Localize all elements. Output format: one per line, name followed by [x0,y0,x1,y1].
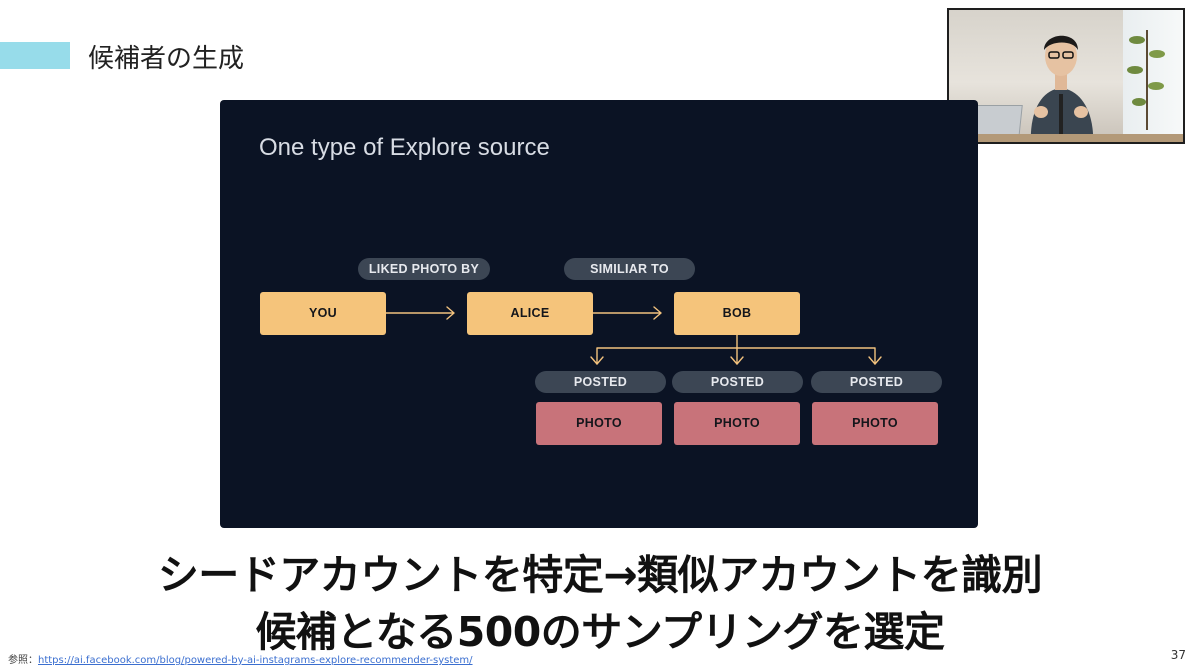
explore-source-diagram: One type of Explore source LIKED PHOTO B… [220,100,978,528]
arrowhead-middle [730,356,744,365]
edge-label-liked-photo-by: LIKED PHOTO BY [358,258,490,280]
desk [949,134,1183,142]
node-you: YOU [260,292,386,335]
arrowhead-left [590,356,604,365]
reference-label: 参照： [8,655,38,666]
page-number: 37 [1170,648,1186,662]
edge-label-similiar-to: SIMILIAR TO [564,258,695,280]
edge-label-posted-3: POSTED [811,371,942,393]
node-photo-3: PHOTO [812,402,938,445]
edge-label-posted-1: POSTED [535,371,666,393]
title-accent-bar [0,42,70,69]
caption-line-1: シードアカウントを特定→類似アカウントを識別 [157,551,1043,599]
speaker-figure [1030,35,1094,142]
speaker-video-icon[interactable] [947,8,1185,144]
node-alice: ALICE [467,292,593,335]
slide-title: 候補者の生成 [88,44,245,74]
arrowhead-right [868,356,882,365]
window-backdrop [1123,10,1183,142]
branch-bob-photos [596,334,876,365]
node-photo-1: PHOTO [536,402,662,445]
caption-line-2: 候補となる500のサンプリングを選定 [255,608,945,656]
node-bob: BOB [674,292,800,335]
plant-icon [1127,30,1165,130]
arrow-you-alice [385,306,455,320]
node-photo-2: PHOTO [674,402,800,445]
reference-note: 参照：https://ai.facebook.com/blog/powered-… [8,651,473,666]
reference-link[interactable]: https://ai.facebook.com/blog/powered-by-… [38,655,473,666]
diagram-heading: One type of Explore source [259,134,550,161]
edge-label-posted-2: POSTED [672,371,803,393]
arrow-alice-bob [592,306,662,320]
